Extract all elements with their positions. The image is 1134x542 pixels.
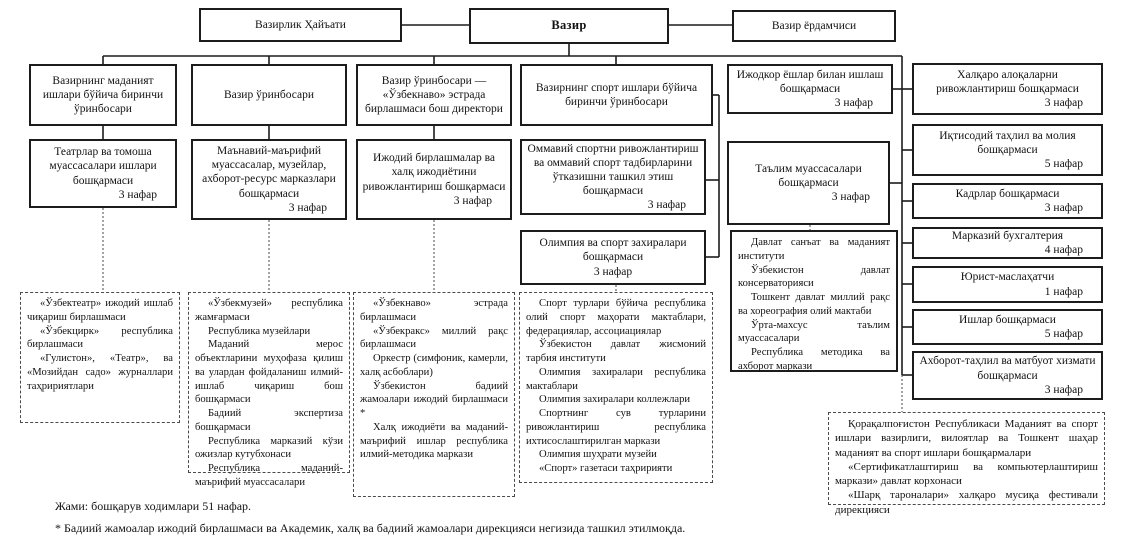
box-title: Марказий бухгалтерия (951, 229, 1064, 242)
staff-count: 3 нафар (831, 191, 870, 203)
box-title: Ахборот-таҳлил ва матбуот хизмати бошқар… (919, 355, 1096, 382)
list-item: Олимпия захиралари республика мактаблари (526, 366, 706, 392)
box-dept-museums: Маънавий-маърифий муассасалар, музейлар,… (191, 139, 347, 220)
staff-count: 3 нафар (647, 199, 686, 212)
box-legal-adviser: Юрист-маслаҳатчи 1 нафар (912, 266, 1103, 303)
box-title: Маънавий-маърифий муассасалар, музейлар,… (202, 145, 336, 200)
staff-count: 4 нафар (1044, 244, 1083, 256)
list-item: Олимпия шуҳрати музейи (539, 449, 657, 461)
list-item: Халқ ижодиёти ва маданий-маърифий ишлар … (360, 421, 508, 461)
list-item: Давлат санъат ва маданият институти (738, 237, 890, 262)
box-deputy-minister: Вазир ўринбосари (191, 64, 347, 126)
list-item: Қорақалпоғистон Республикаси Маданият ва… (835, 418, 1098, 459)
staff-count: 5 нафар (1044, 328, 1083, 340)
box-title: Ижодкор ёшлар билан ишлаш бошқармаси (736, 68, 884, 95)
list-item: Республика маданий-маърифий муассасалари (195, 463, 343, 488)
box-title: Иқтисодий таҳлил ва молия бошқармаси (939, 129, 1076, 156)
box-title: Вазир ёрдамчиси (771, 19, 857, 32)
list-item: Бадиий экспертиза бошқармаси (195, 408, 343, 433)
list-item: Ўзбекистон давлат жисмоний тарбия инстит… (526, 339, 706, 365)
box-title: Оммавий спортни ривожлантириш ва оммавий… (527, 142, 699, 198)
list-item: Маданий мерос объектларини муҳофаза қили… (195, 339, 343, 406)
list-item: Спорт турлари бўйича республика олий спо… (526, 298, 706, 337)
box-subordinates-regional: Қорақалпоғистон Республикаси Маданият ва… (828, 412, 1105, 516)
box-central-accounting: Марказий бухгалтерия 4 нафар (912, 227, 1103, 259)
box-subordinates-uzbeknavo: «Ўзбекнаво» эстрада бирлашмаси «Ўзбекрак… (353, 292, 515, 497)
box-dept-creative-unions: Ижодий бирлашмалар ва халқ ижодиётини ри… (356, 139, 512, 220)
list-item: Спортнинг сув турларини ривожлантириш ре… (526, 408, 706, 447)
staff-count: 1 нафар (1044, 285, 1083, 298)
staff-count: 3 нафар (288, 201, 327, 214)
staff-count: 3 нафар (118, 188, 157, 201)
box-creative-youth-dept: Ижодкор ёшлар билан ишлаш бошқармаси 3 н… (727, 64, 893, 114)
box-title: Олимпия ва спорт захиралари бошқармаси (539, 237, 687, 264)
staff-count: 3 нафар (1044, 383, 1083, 396)
box-dept-mass-sport: Оммавий спортни ривожлантириш ва оммавий… (520, 139, 706, 215)
box-dept-olympic-reserves: Олимпия ва спорт захиралари бошқармаси 3… (520, 230, 706, 285)
list-item: «Ўзбекцирк» республика бирлашмаси (27, 325, 173, 351)
box-info-press-dept: Ахборот-таҳлил ва матбуот хизмати бошқар… (912, 351, 1103, 400)
box-title: Вазир ўринбосари (223, 88, 315, 101)
box-deputy-culture: Вазирнинг маданият ишлари бўйича биринчи… (29, 64, 177, 126)
box-hr-dept: Кадрлар бошқармаси 3 нафар (912, 183, 1103, 219)
list-item: Республика марказий кўзи ожизлар кутубхо… (195, 435, 343, 461)
list-item: «Ўзбекнаво» эстрада бирлашмаси (360, 298, 508, 323)
list-item: «Ўзбекмузей» республика жамғармаси (195, 298, 343, 323)
list-item: Оркестр (симфоник, камерли, халқ асбобла… (360, 353, 508, 378)
box-title: Вазир (551, 18, 587, 33)
list-item: Республика методика ва ахборот маркази (738, 347, 890, 372)
list-item: «Ўзбектеатр» ижодий ишлаб чиқариш бирлаш… (27, 298, 173, 323)
box-deputy-uzbeknavo: Вазир ўринбосари — «Ўзбекнаво» эстрада б… (356, 64, 512, 126)
box-subordinates-theatre: «Ўзбектеатр» ижодий ишлаб чиқариш бирлаш… (20, 292, 180, 423)
list-item: Олимпия захиралари коллежлари (539, 394, 691, 406)
staff-count: 5 нафар (1044, 158, 1083, 170)
staff-count: 3 нафар (593, 265, 633, 278)
box-economic-analysis: Иқтисодий таҳлил ва молия бошқармаси 5 н… (912, 124, 1103, 176)
box-title: Вазирлик Ҳайъати (255, 18, 346, 31)
list-item: Ўзбекистон бадиий жамоалари ижодий бирла… (360, 380, 508, 420)
list-item: «Спорт» газетаси таҳририяти (539, 463, 673, 475)
box-title: Ижодий бирлашмалар ва халқ ижодиётини ри… (362, 152, 506, 193)
list-item: Ўрта-махсус таълим муассасалари (738, 319, 890, 345)
asterisk-footnote: * Бадиий жамоалар ижодий бирлашмаси ва А… (55, 521, 686, 535)
box-minister-assistant: Вазир ёрдамчиси (732, 10, 896, 42)
box-title: Халқаро алоқаларни ривожлантириш бошқарм… (936, 68, 1079, 95)
list-item: Тошкент давлат миллий рақс ва хореографи… (738, 292, 890, 317)
box-title: Ишлар бошқармаси (959, 313, 1056, 326)
box-dept-education: Таълим муассасалари бошқармаси 3 нафар (727, 141, 890, 225)
box-education-institutions: Давлат санъат ва маданият институти Ўзбе… (730, 230, 898, 372)
box-minister: Вазир (469, 8, 669, 44)
list-item: «Шарқ тароналари» халқаро мусиқа фестива… (835, 489, 1098, 516)
list-item: «Ўзбекракс» миллий рақс бирлашмаси (360, 325, 508, 351)
box-subordinates-museums: «Ўзбекмузей» республика жамғармаси Респу… (188, 292, 350, 488)
list-item: Республика музейлари (208, 325, 311, 337)
box-intl-relations: Халқаро алоқаларни ривожлантириш бошқарм… (912, 63, 1103, 115)
total-staff-note: Жами: бошқарув ходимлари 51 нафар. (55, 499, 252, 513)
list-item: «Сертификатлаштириш ва компьютерлаштириш… (835, 460, 1098, 488)
staff-count: 3 нафар (834, 97, 873, 110)
box-dept-theatres: Театрлар ва томоша муассасалари ишлари б… (29, 139, 177, 208)
list-item: «Гулистон», «Театр», ва «Мозийдан садо» … (27, 353, 173, 392)
list-item: Ўзбекистон давлат консерваторияси (738, 264, 890, 290)
box-deputy-sport: Вазирнинг спорт ишлари бўйича биринчи ўр… (520, 64, 713, 126)
box-title: Вазир ўринбосари — «Ўзбекнаво» эстрада б… (365, 74, 503, 115)
box-title: Таълим муассасалари бошқармаси (755, 162, 862, 189)
box-title: Кадрлар бошқармаси (955, 187, 1060, 200)
staff-count: 3 нафар (453, 194, 492, 207)
staff-count: 3 нафар (1044, 97, 1083, 109)
staff-count: 3 нафар (1044, 202, 1083, 214)
box-affairs-dept: Ишлар бошқармаси 5 нафар (912, 309, 1103, 345)
box-title: Театрлар ва томоша муассасалари ишлари б… (49, 146, 157, 187)
box-subordinates-sport: Спорт турлари бўйича республика олий спо… (519, 292, 713, 483)
box-ministry-board: Вазирлик Ҳайъати (199, 8, 402, 42)
box-title: Юрист-маслаҳатчи (960, 271, 1055, 284)
box-title: Вазирнинг маданият ишлари бўйича биринчи… (42, 74, 164, 115)
box-title: Вазирнинг спорт ишлари бўйича биринчи ўр… (535, 81, 698, 108)
